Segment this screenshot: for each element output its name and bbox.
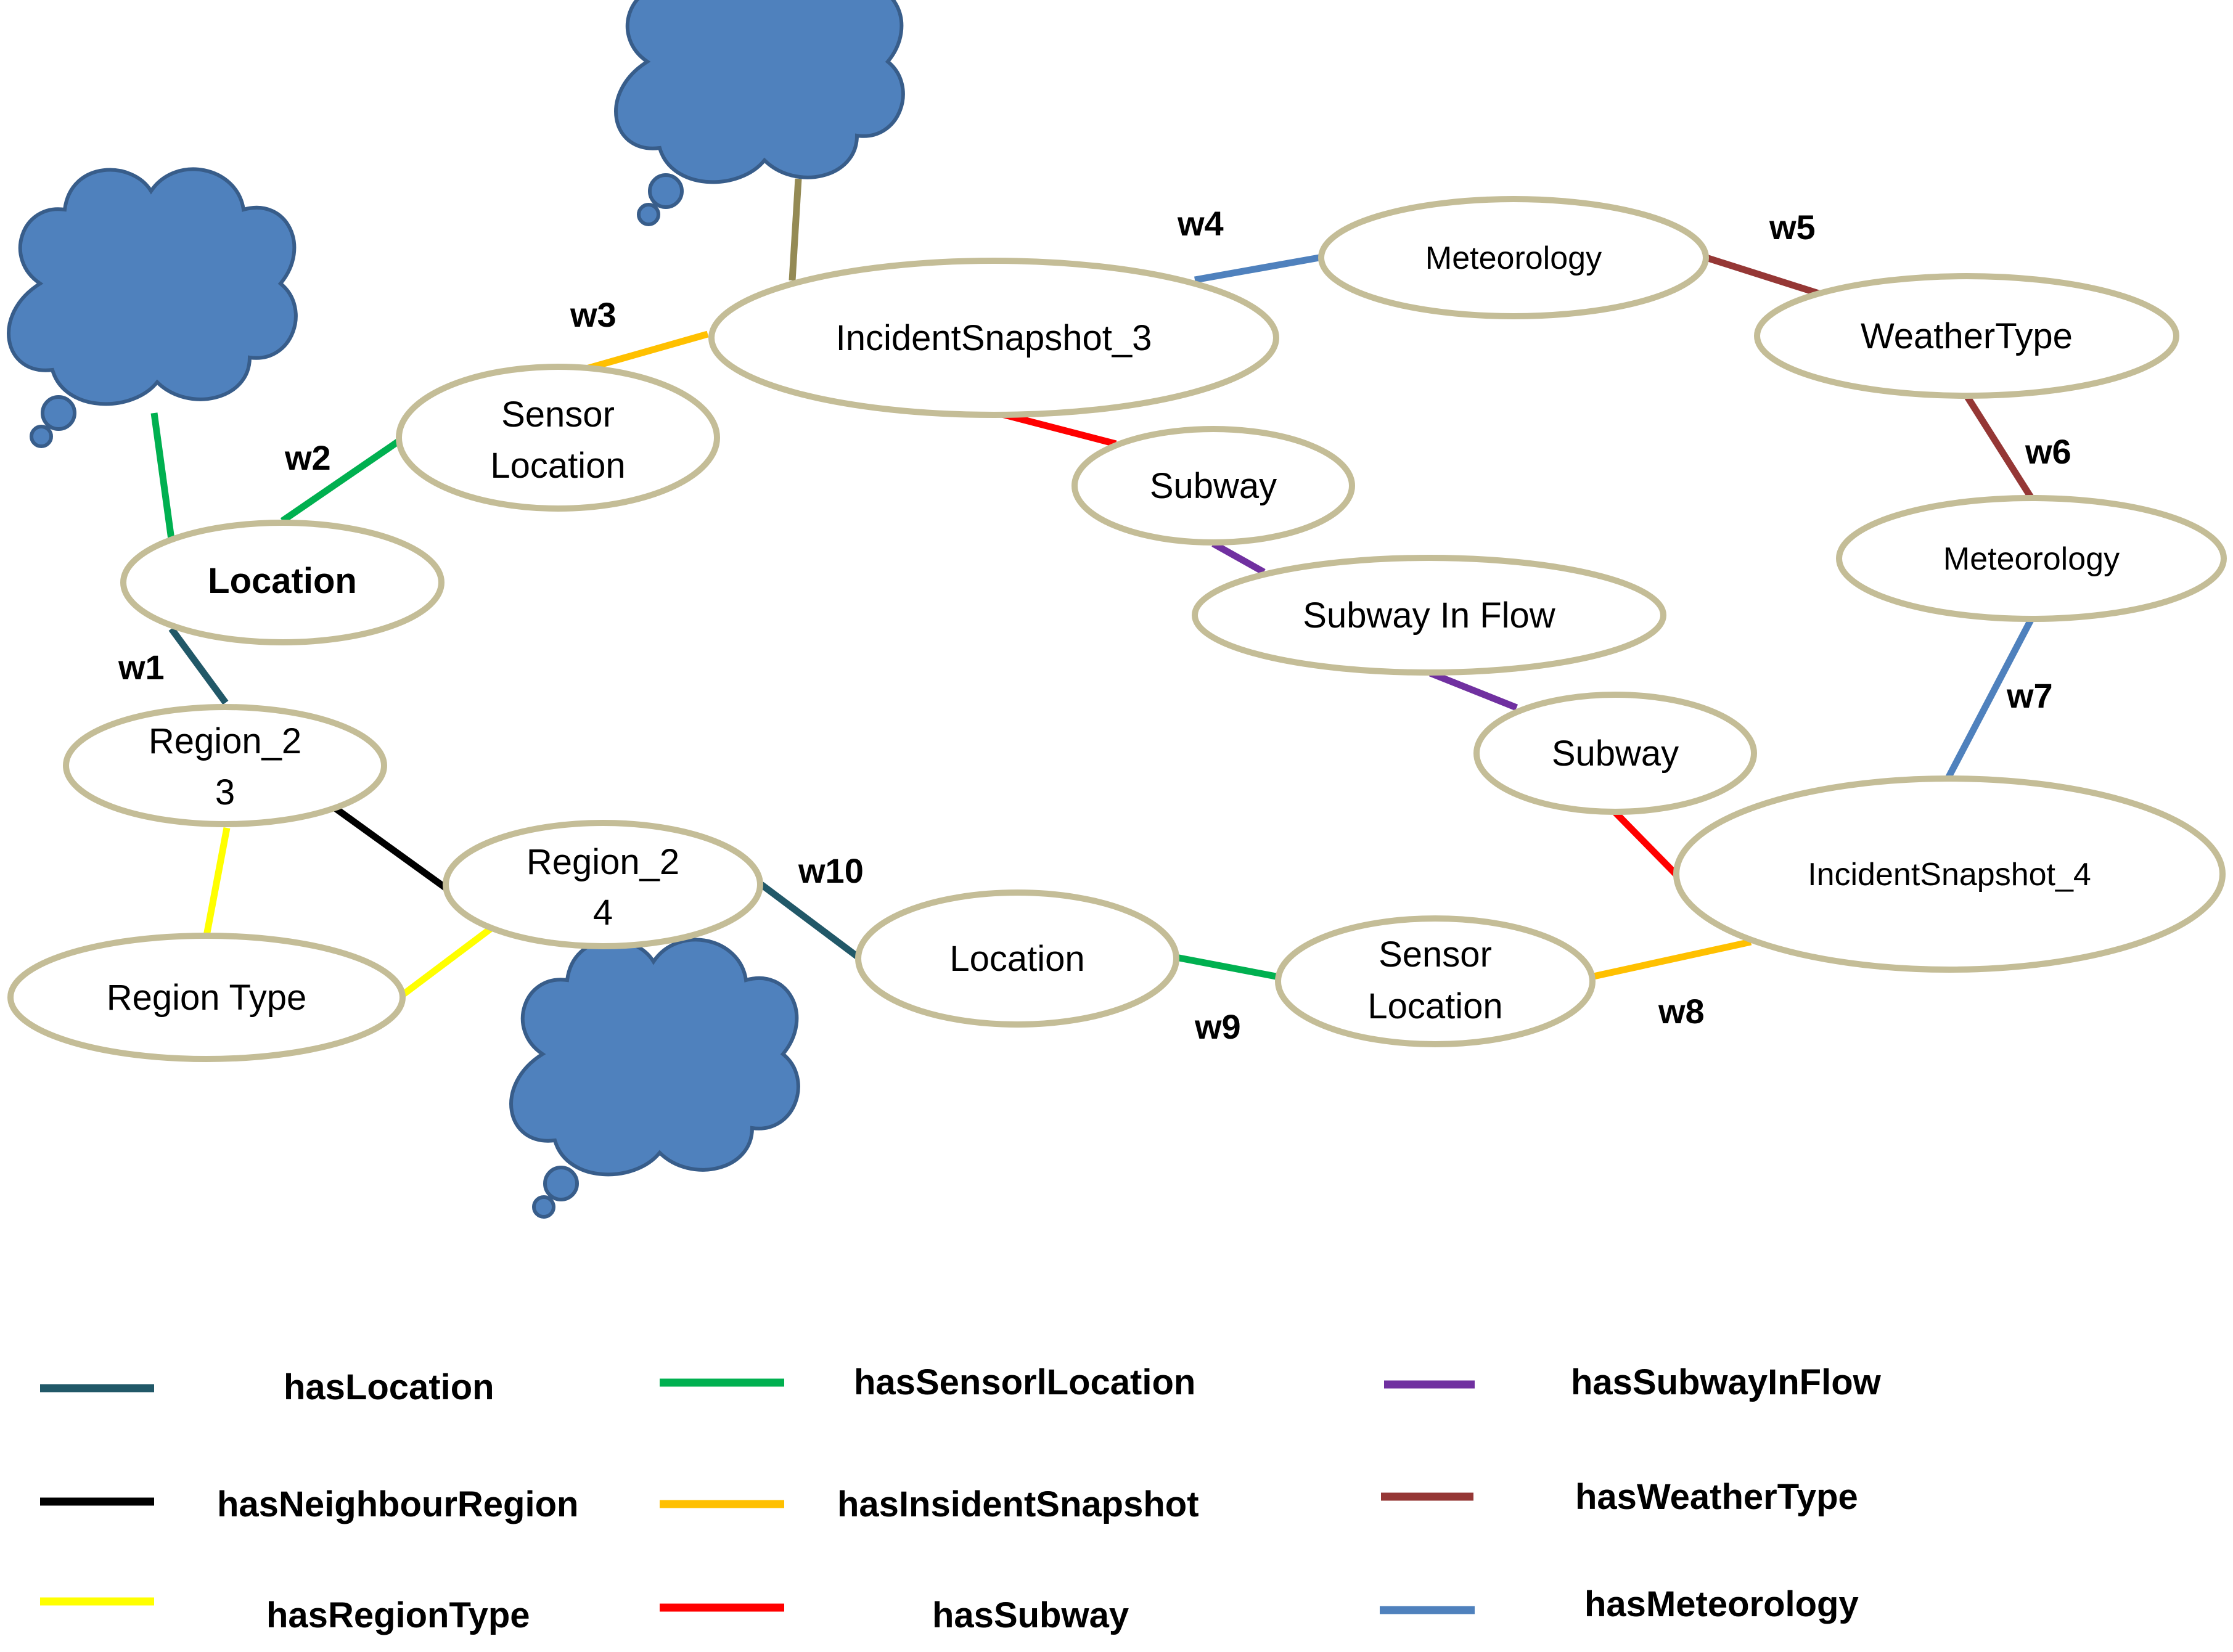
edge-label-w6: w6 xyxy=(2025,432,2071,471)
legend-item-haslocation: hasLocation xyxy=(40,1367,494,1407)
cloud-icon xyxy=(616,0,903,224)
node-label-line2: 4 xyxy=(593,893,613,933)
legend-item-hasweathertype: hasWeatherType xyxy=(1381,1477,1858,1517)
edge-labels: w1 w2 w3 w4 w5 w6 w7 w8 w9 w10 xyxy=(118,204,2071,1046)
legend-label: hasMeteorology xyxy=(1584,1584,1859,1624)
edge-label-w4: w4 xyxy=(1177,204,1224,243)
node-label: Location xyxy=(949,939,1084,979)
legend-item-hassensorllocation: hasSensorlLocation xyxy=(660,1362,1195,1402)
node-meteorology[interactable]: Meteorology xyxy=(1318,196,1709,319)
edge-subwayinflow-subway2 xyxy=(1428,669,1518,711)
legend-label: hasNeighbourRegion xyxy=(217,1484,578,1524)
edge-label-w10: w10 xyxy=(798,851,864,890)
node-label: IncidentSnapshot_3 xyxy=(836,318,1152,358)
edge-label-w9: w9 xyxy=(1194,1007,1241,1046)
legend-label: hasSensorlLocation xyxy=(854,1362,1195,1402)
cloud-icon xyxy=(511,939,798,1217)
node-label-line1: Sensor xyxy=(1379,934,1492,975)
edge-cloud-location xyxy=(150,412,175,540)
cloud-icon xyxy=(9,169,296,446)
node-location-2[interactable]: Location xyxy=(855,889,1179,1028)
node-label-line1: Sensor xyxy=(501,395,615,435)
edge-cloud-incident3 xyxy=(789,178,802,281)
legend: hasLocation hasNeighbourRegion hasRegion… xyxy=(40,1362,1882,1635)
node-label-line2: Location xyxy=(1367,986,1502,1026)
node-label-line1: Region_2 xyxy=(526,842,679,882)
edge-w4-incident3-meteorology xyxy=(1194,254,1320,284)
node-label: Subway xyxy=(1552,734,1679,774)
edge-w5-meteorology-weathertype xyxy=(1697,251,1820,297)
legend-label: hasWeatherType xyxy=(1575,1477,1858,1517)
legend-label: hasRegionType xyxy=(266,1595,530,1635)
node-label-line1: Region_2 xyxy=(149,721,301,761)
legend-item-hasmeteorology: hasMeteorology xyxy=(1380,1584,1859,1624)
edge-label-w1: w1 xyxy=(118,648,165,687)
node-label: WeatherType xyxy=(1861,316,2073,356)
node-label: Region Type xyxy=(107,978,307,1018)
node-weather-type[interactable]: WeatherType xyxy=(1754,273,2179,399)
edge-label-w3: w3 xyxy=(570,295,617,334)
node-label: IncidentSnapshot_4 xyxy=(1808,857,2091,893)
edge-w6-weathertype-meteorology2 xyxy=(1964,394,2034,500)
edge-region23-regiontype xyxy=(203,827,231,937)
edge-w8-sensorlocation2-incident4 xyxy=(1589,938,1752,981)
node-subway-in-flow[interactable]: Subway In Flow xyxy=(1192,555,1666,676)
nodes: Location Sensor Location IncidentSnapsho… xyxy=(7,196,2227,1062)
legend-label: hasSubway xyxy=(932,1595,1129,1635)
node-label: Location xyxy=(208,561,357,601)
node-label-line2: Location xyxy=(490,446,625,486)
node-meteorology-2[interactable]: Meteorology xyxy=(1836,495,2227,622)
legend-item-hasneighbourregion: hasNeighbourRegion xyxy=(40,1484,578,1524)
edges xyxy=(150,178,2034,1015)
edge-w10-region24-location2 xyxy=(759,881,862,962)
node-region-23[interactable]: Region_2 3 xyxy=(63,704,387,827)
node-subway[interactable]: Subway xyxy=(1071,426,1355,546)
node-incident-snapshot-3[interactable]: IncidentSnapshot_3 xyxy=(708,258,1279,418)
legend-label: hasInsidentSnapshot xyxy=(837,1484,1199,1524)
node-region-24[interactable]: Region_2 4 xyxy=(443,820,763,949)
edge-regiontype-region24 xyxy=(395,925,494,1002)
node-label: Subway In Flow xyxy=(1303,595,1556,636)
node-label: Meteorology xyxy=(1943,541,2120,577)
legend-item-hasregiontype: hasRegionType xyxy=(40,1595,530,1635)
edge-label-w8: w8 xyxy=(1658,992,1705,1031)
edge-region23-region24 xyxy=(334,806,449,892)
legend-label: hasLocation xyxy=(284,1367,494,1407)
node-subway-2[interactable]: Subway xyxy=(1473,692,1757,815)
node-label: Meteorology xyxy=(1425,240,1602,276)
node-sensor-location-2[interactable]: Sensor Location xyxy=(1275,915,1596,1047)
node-incident-snapshot-4[interactable]: IncidentSnapshot_4 xyxy=(1673,775,2226,973)
legend-item-hasinsidentsnapshot: hasInsidentSnapshot xyxy=(660,1484,1199,1524)
legend-label: hasSubwayInFlow xyxy=(1571,1362,1882,1402)
node-region-type[interactable]: Region Type xyxy=(7,933,406,1062)
node-location[interactable]: Location xyxy=(120,520,445,645)
edge-label-w2: w2 xyxy=(284,438,331,477)
legend-item-hassubwayinflow: hasSubwayInFlow xyxy=(1384,1362,1882,1402)
edge-w2-location-sensorlocation xyxy=(280,435,406,524)
node-label: Subway xyxy=(1150,466,1277,506)
edge-label-w7: w7 xyxy=(2006,676,2053,715)
node-label-line2: 3 xyxy=(215,772,235,812)
edge-subway2-incident4 xyxy=(1613,810,1681,879)
edge-w7-meteorology2-incident4 xyxy=(1945,617,2034,780)
edge-label-w5: w5 xyxy=(1769,208,1816,247)
edge-subway-subwayinflow xyxy=(1211,541,1266,575)
node-sensor-location[interactable]: Sensor Location xyxy=(396,364,720,512)
legend-item-hassubway: hasSubway xyxy=(660,1595,1129,1635)
edge-w9-location2-sensorlocation2 xyxy=(1171,953,1280,981)
edge-w1-location-region23 xyxy=(168,626,229,705)
